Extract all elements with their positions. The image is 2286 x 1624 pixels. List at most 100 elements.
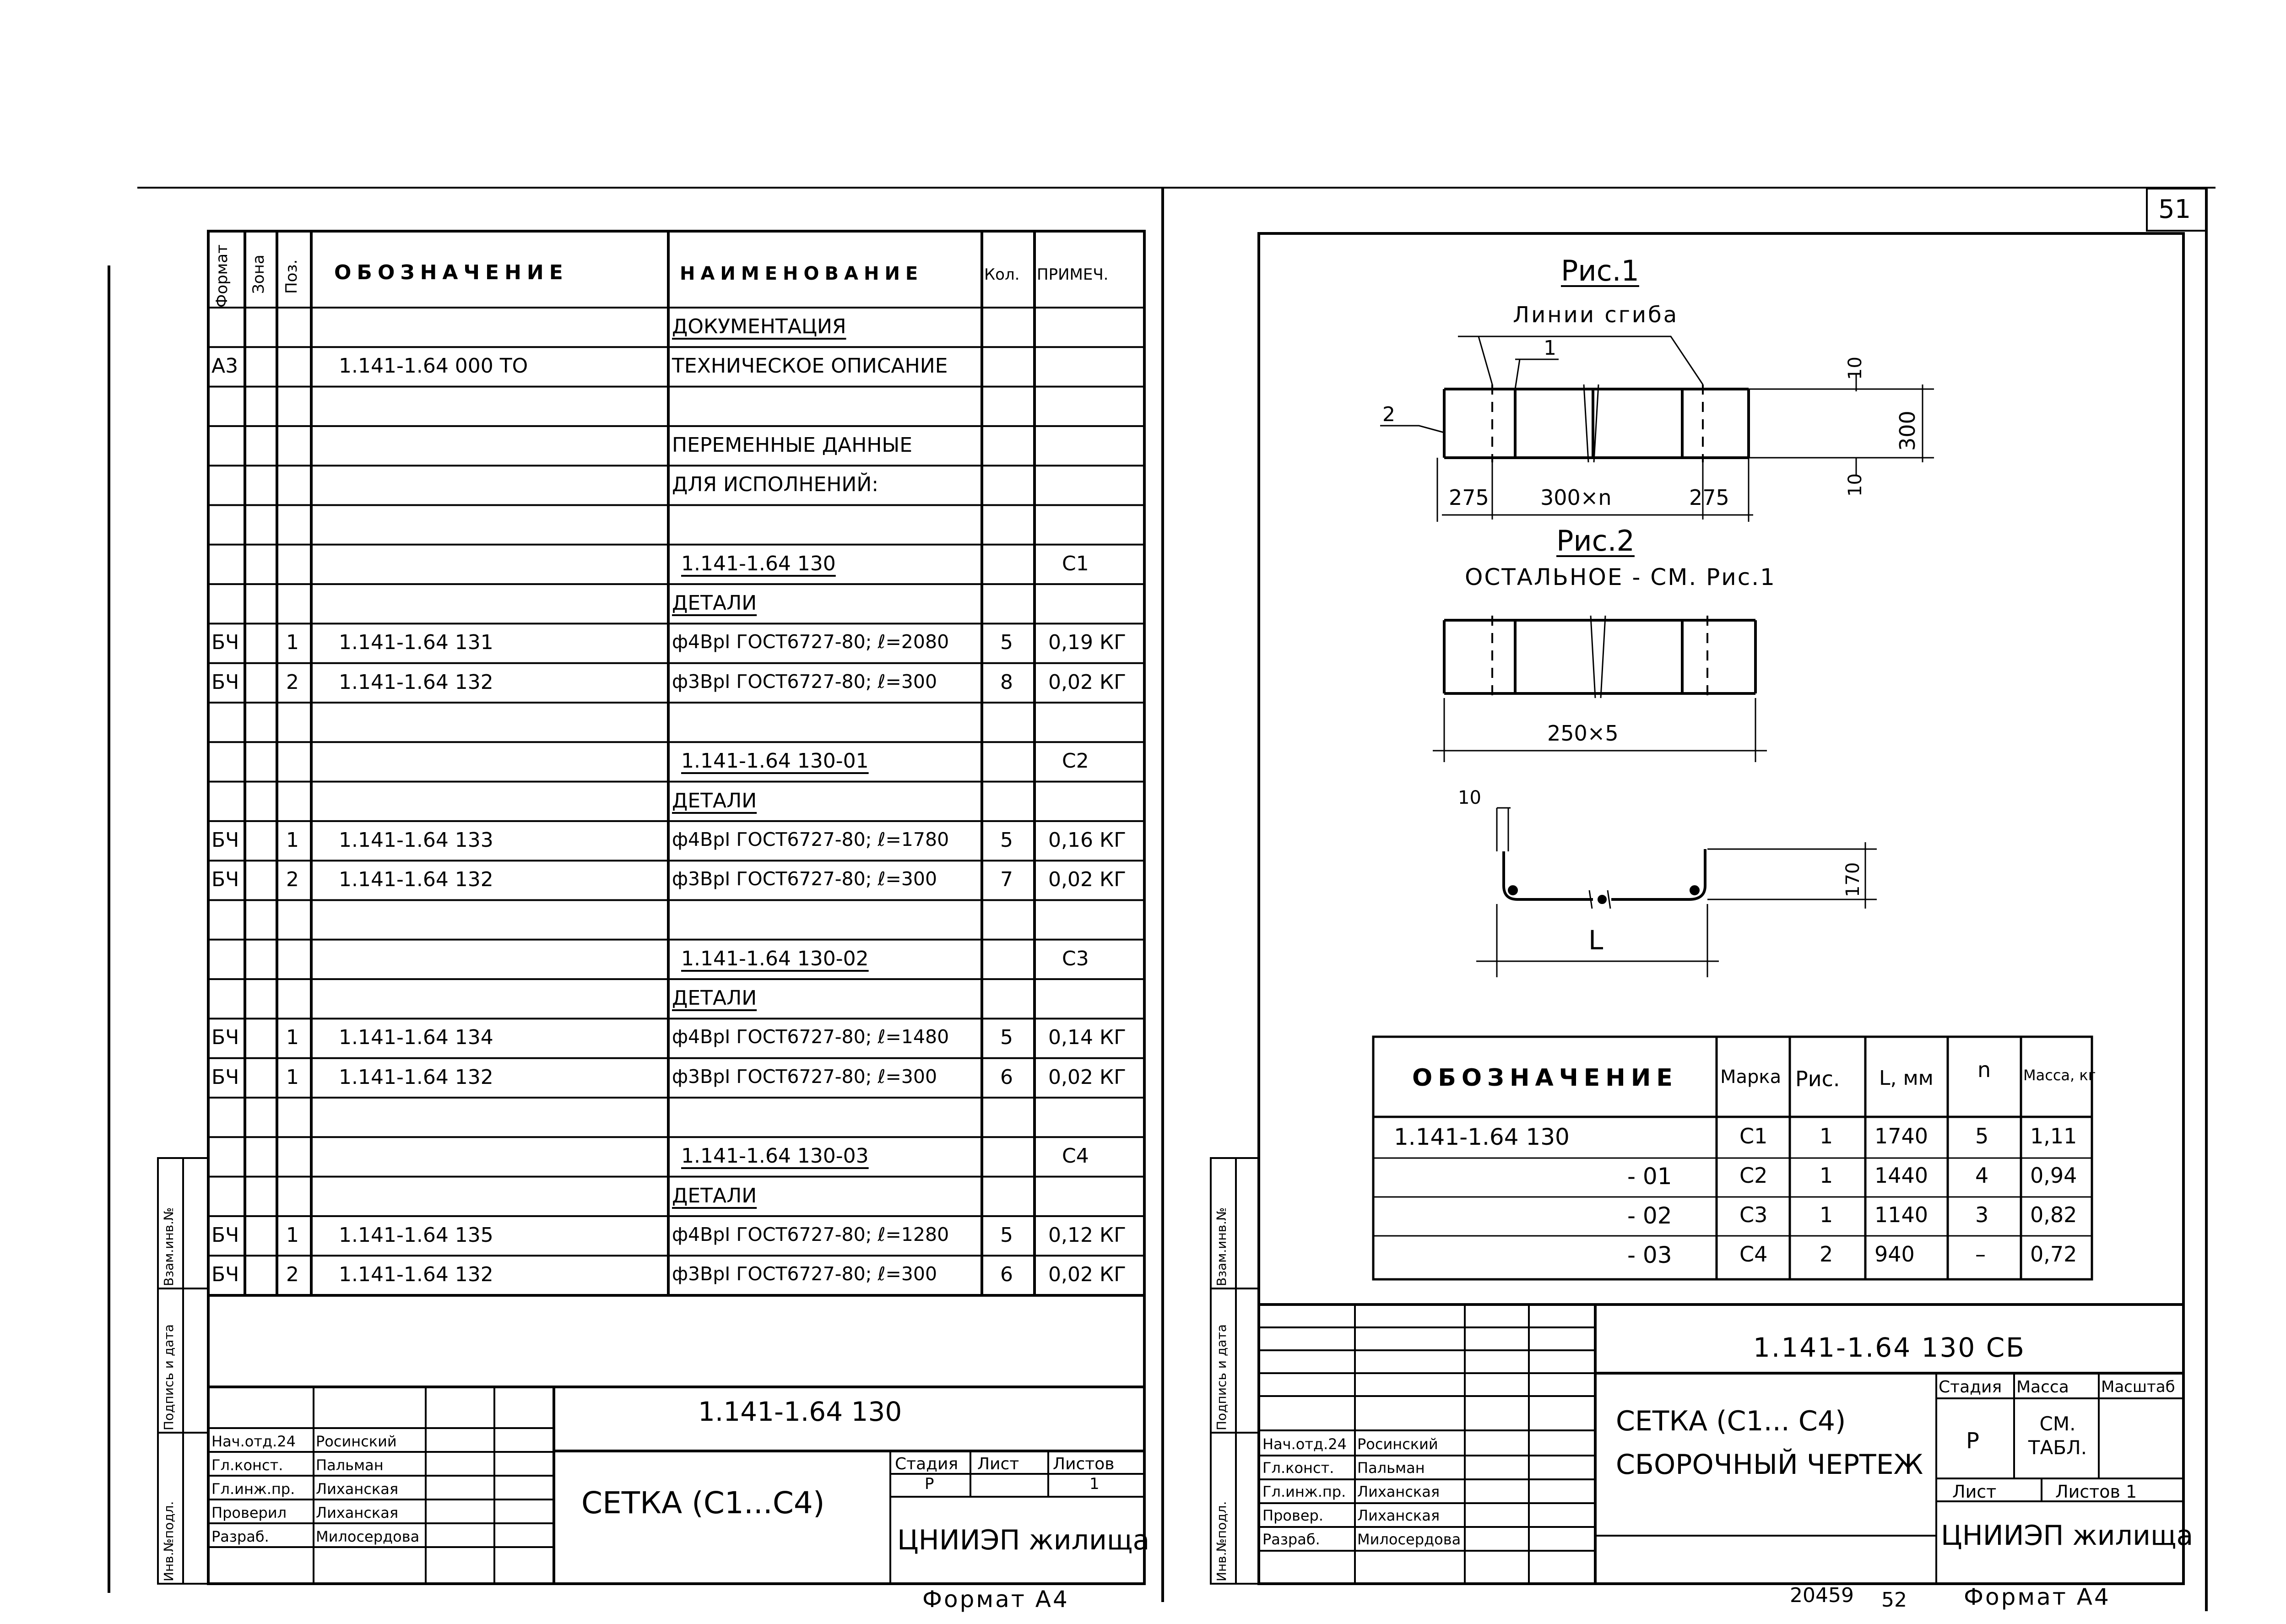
- left-sheets-label: Листов: [1053, 1455, 1115, 1473]
- cell-designation: 1.141-1.64 133: [339, 828, 493, 852]
- role-name: Росинский: [316, 1433, 397, 1450]
- var-cell-fig: 1: [1820, 1202, 1833, 1227]
- fig1-callout-1: 1: [1544, 336, 1556, 360]
- var-cell-L: 1440: [1874, 1163, 1928, 1188]
- var-header-mass: Масса, кг: [2023, 1066, 2096, 1084]
- cell-pos: 2: [286, 1263, 299, 1287]
- var-header-n: n: [1977, 1057, 1991, 1082]
- right-scale-label: Масштаб: [2101, 1378, 2175, 1396]
- var-cell-mark: С1: [1739, 1124, 1768, 1148]
- cell-qty: 8: [1000, 670, 1013, 694]
- side-label-podpis-data: Подпись и дата: [161, 1324, 176, 1430]
- var-cell-mark: С4: [1739, 1242, 1768, 1267]
- right-title-1: СЕТКА (С1... С4): [1616, 1405, 1846, 1437]
- cell-pos: 1: [286, 631, 299, 655]
- cell-name: ДЕТАЛИ: [672, 986, 757, 1010]
- role-label: Провер.: [1262, 1507, 1323, 1524]
- role-name: Пальман: [316, 1456, 384, 1474]
- fig1-callout-2: 2: [1382, 403, 1395, 426]
- var-cell-mark: С3: [1739, 1202, 1768, 1227]
- fig1-dim-height: 300: [1895, 411, 1920, 451]
- cell-note: С4: [1062, 1144, 1089, 1168]
- cell-designation: 1.141-1.64 132: [339, 868, 493, 892]
- cell-name: 1.141-1.64 130-01: [681, 749, 869, 773]
- fig1-dim-left: 275: [1449, 485, 1489, 510]
- cell-qty: 5: [1000, 631, 1013, 655]
- var-cell-designation: - 02: [1627, 1202, 1672, 1229]
- var-cell-fig: 1: [1820, 1163, 1833, 1188]
- var-cell-n: 5: [1975, 1124, 1989, 1148]
- cell-pos: 1: [286, 1223, 299, 1247]
- left-doc-code: 1.141-1.64 130: [698, 1396, 902, 1427]
- cell-qty: 6: [1000, 1065, 1013, 1089]
- cell-note: 0,19 КГ: [1048, 631, 1127, 655]
- left-sheets: 1: [1089, 1475, 1100, 1493]
- header-designation: ОБОЗНАЧЕНИЕ: [334, 261, 569, 284]
- header-format: Формат: [213, 244, 231, 308]
- cell-format: БЧ: [211, 631, 239, 655]
- cell-format: БЧ: [211, 1263, 239, 1287]
- right-sheet-label: Лист: [1952, 1482, 1997, 1502]
- var-header-L: L, мм: [1879, 1066, 1934, 1090]
- cell-note: 0,02 КГ: [1048, 868, 1127, 892]
- role-name: Пальман: [1357, 1459, 1425, 1477]
- role-label: Проверил: [211, 1504, 287, 1521]
- var-cell-designation: - 01: [1627, 1163, 1672, 1190]
- fig1-dim-top: 10: [1845, 357, 1866, 380]
- cell-name: ПЕРЕМЕННЫЕ ДАННЫЕ: [672, 433, 913, 457]
- cell-name: ТЕХНИЧЕСКОЕ ОПИСАНИЕ: [672, 354, 948, 378]
- cell-format: А3: [211, 354, 238, 378]
- cell-name: ф3ВрI ГОСТ6727-80; ℓ=300: [672, 1263, 937, 1285]
- var-header-designation: ОБОЗНАЧЕНИЕ: [1412, 1064, 1678, 1092]
- header-note: ПРИМЕЧ.: [1037, 265, 1109, 284]
- cell-name: ДЕТАЛИ: [672, 1184, 757, 1207]
- role-name: Лиханская: [1357, 1483, 1440, 1500]
- var-header-fig: Рис.: [1795, 1066, 1840, 1091]
- cell-name: ф4ВрI ГОСТ6727-80; ℓ=2080: [672, 631, 949, 653]
- cell-format: БЧ: [211, 1026, 239, 1050]
- cell-note: С1: [1062, 552, 1089, 575]
- right-side-label-podpis-data: Подпись и дата: [1214, 1324, 1229, 1430]
- cell-designation: 1.141-1.64 135: [339, 1223, 493, 1247]
- cell-designation: 1.141-1.64 134: [339, 1026, 493, 1050]
- right-sheets-label: Листов 1: [2055, 1482, 2137, 1502]
- role-name: Лиханская: [316, 1504, 399, 1521]
- cell-pos: 1: [286, 828, 299, 852]
- cell-name: 1.141-1.64 130-02: [681, 947, 869, 970]
- left-org: ЦНИИЭП жилища: [897, 1524, 1150, 1556]
- cell-name: ф3ВрI ГОСТ6727-80; ℓ=300: [672, 868, 937, 890]
- fig1-dim-right: 275: [1689, 485, 1729, 510]
- cell-name: ДОКУМЕНТАЦИЯ: [672, 315, 846, 338]
- cell-format: БЧ: [211, 868, 239, 892]
- cell-pos: 1: [286, 1065, 299, 1089]
- role-label: Гл.конст.: [211, 1456, 283, 1474]
- cell-note: 0,02 КГ: [1048, 1263, 1127, 1287]
- var-cell-mark: С2: [1739, 1163, 1768, 1188]
- side-label-vzam-inv: Взам.инв.№: [161, 1207, 176, 1286]
- right-side-label-vzam-inv: Взам.инв.№: [1214, 1207, 1229, 1286]
- cell-name: ф3ВрI ГОСТ6727-80; ℓ=300: [672, 670, 937, 693]
- cell-qty: 7: [1000, 868, 1013, 892]
- fig1-dim-mid: 300×n: [1540, 485, 1612, 510]
- cell-designation: 1.141-1.64 131: [339, 631, 493, 655]
- var-cell-L: 940: [1874, 1242, 1915, 1267]
- cell-format: БЧ: [211, 828, 239, 852]
- var-cell-mass: 0,72: [2030, 1242, 2077, 1267]
- fig3-dim-10: 10: [1458, 787, 1481, 808]
- page-number: 51: [2158, 195, 2191, 224]
- role-name: Милосердова: [316, 1528, 420, 1545]
- var-cell-designation: 1.141-1.64 130: [1394, 1124, 1570, 1150]
- var-cell-L: 1140: [1874, 1202, 1928, 1227]
- cell-note: 0,14 КГ: [1048, 1026, 1127, 1050]
- fig2-title: Рис.2: [1556, 524, 1635, 558]
- var-cell-n: –: [1975, 1242, 1986, 1267]
- right-org: ЦНИИЭП жилища: [1941, 1520, 2194, 1552]
- cell-pos: 2: [286, 868, 299, 892]
- role-name: Лиханская: [1357, 1507, 1440, 1524]
- cell-name: ДЕТАЛИ: [672, 789, 757, 812]
- var-cell-n: 3: [1975, 1202, 1989, 1227]
- cell-note: С2: [1062, 749, 1089, 773]
- left-stage: Р: [925, 1475, 934, 1493]
- var-cell-mass: 1,11: [2030, 1124, 2077, 1148]
